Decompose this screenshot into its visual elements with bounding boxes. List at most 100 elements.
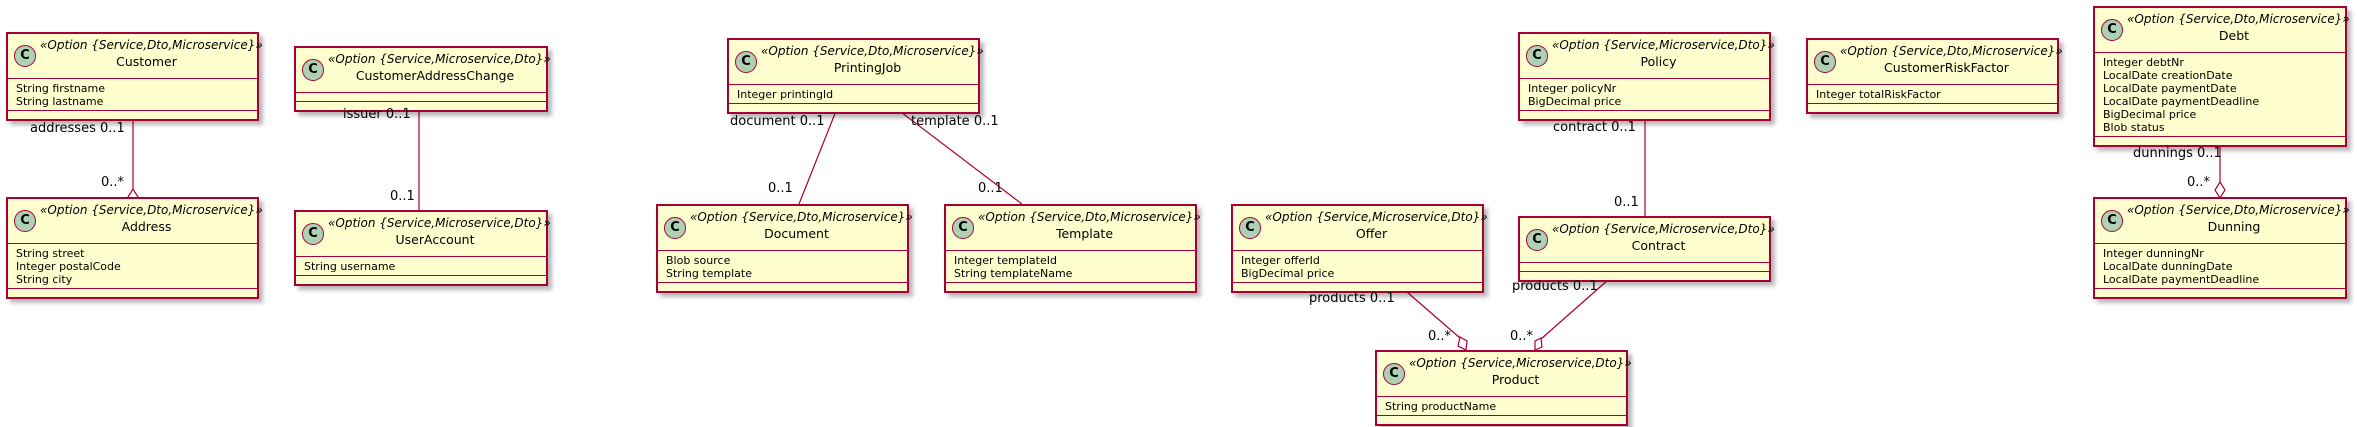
- class-debt: C «Option {Service,Dto,Microservice}» Debt…: [2093, 6, 2350, 147]
- class-attribute: LocalDate dunningDate: [2103, 260, 2233, 273]
- class-name: Template: [1055, 226, 1114, 241]
- label-dunnings-target: 0..*: [2187, 175, 2211, 190]
- class-contract: C«Option {Service,Microservice,Dto}»Cont…: [1518, 216, 1775, 282]
- class-attribute: String template: [666, 267, 752, 280]
- class-product: C«Option {Service,Microservice,Dto}»Prod…: [1375, 350, 1632, 426]
- class-header: C «Option {Service,Microservice,Dto}» Offe…: [1233, 206, 1488, 251]
- class-name: Debt: [2218, 28, 2250, 43]
- class-attribute: Integer offerId: [1241, 254, 1320, 267]
- class-attribute: String street: [16, 247, 85, 260]
- class-methods: [946, 283, 1195, 291]
- class-name: PrintingJob: [833, 60, 902, 75]
- class-name: CustomerAddressChange: [355, 68, 515, 83]
- class-methods: [2095, 289, 2345, 297]
- class-methods: [729, 104, 978, 112]
- class-attribute: Integer postalCode: [16, 260, 121, 273]
- class-name: Contract: [1631, 238, 1686, 253]
- class-icon: C: [1526, 45, 1548, 67]
- class-header: C«Option {Service,Dto,Microservice}»Docu…: [658, 206, 913, 251]
- class-user-account: C«Option {Service,Microservice,Dto}»User…: [294, 210, 551, 286]
- class-stereotype: «Option {Service,Dto,Microservice}»: [2127, 203, 2350, 217]
- edge-printingjob-template: [892, 105, 1023, 205]
- class-icon: C: [1814, 51, 1836, 73]
- class-stereotype: «Option {Service,Microservice,Dto}»: [1552, 38, 1775, 52]
- class-stereotype: «Option {Service,Microservice,Dto}»: [1265, 210, 1488, 224]
- class-stereotype: «Option {Service,Dto,Microservice}»: [761, 44, 984, 58]
- class-stereotype: «Option {Service,Dto,Microservice}»: [978, 210, 1201, 224]
- edge-offer-product: [1399, 285, 1461, 339]
- class-header: C«Option {Service,Dto,Microservice}»Temp…: [946, 206, 1201, 251]
- class-icon: C: [664, 217, 686, 239]
- class-icon: C: [14, 45, 36, 67]
- label-issuer-source: issuer 0..1: [343, 107, 411, 122]
- label-template-source: template 0..1: [911, 114, 999, 129]
- class-icon: C: [2101, 19, 2123, 41]
- class-header: C «Option {Service,Dto,Microservice}» Debt: [2095, 8, 2350, 53]
- class-attribute: Integer policyNr: [1528, 82, 1617, 95]
- class-stereotype: «Option {Service,Microservice,Dto}»: [328, 52, 551, 66]
- class-methods: [658, 283, 907, 291]
- class-name: Offer: [1355, 226, 1388, 241]
- class-attribute: LocalDate paymentDate: [2103, 82, 2237, 95]
- class-methods: [296, 276, 546, 284]
- aggregation-diamond-product-offer: [1457, 336, 1468, 351]
- class-methods: [1377, 416, 1626, 424]
- class-offer: C «Option {Service,Microservice,Dto}» Offe…: [1231, 204, 1488, 293]
- class-attribute: LocalDate paymentDeadline: [2103, 95, 2260, 108]
- class-icon: C: [302, 59, 324, 81]
- class-header: C«Option {Service,Microservice,Dto}»Cont…: [1520, 218, 1775, 263]
- class-attribute: String templateName: [954, 267, 1073, 280]
- class-name: Dunning: [2207, 219, 2261, 234]
- class-attributes: String username: [296, 257, 546, 276]
- class-stereotype: «Option {Service,Dto,Microservice}»: [690, 210, 913, 224]
- class-dunning: C «Option {Service,Dto,Microservice}» Dunn…: [2093, 197, 2350, 299]
- class-methods: [1520, 111, 1769, 119]
- class-attribute: Integer printingId: [737, 88, 834, 101]
- class-attribute: String city: [16, 273, 73, 286]
- class-customer: C «Option {Service,Dto,Microservice}» Cust…: [6, 32, 263, 121]
- class-icon: C: [1239, 217, 1261, 239]
- class-attribute: LocalDate creationDate: [2103, 69, 2233, 82]
- class-customer-risk-factor: C«Option {Service,Dto,Microservice}»Cust…: [1806, 38, 2063, 114]
- label-contract-products-source: products 0..1: [1512, 279, 1598, 294]
- class-header: C «Option {Service,Dto,Microservice}» Prin…: [729, 40, 984, 85]
- edge-contract-product: [1540, 271, 1618, 340]
- class-icon: C: [2101, 210, 2123, 232]
- class-attribute: Blob source: [666, 254, 731, 267]
- class-attribute: Integer templateId: [954, 254, 1057, 267]
- class-attribute: BigDecimal price: [1241, 267, 1335, 280]
- label-contract-target: 0..1: [1614, 195, 1639, 210]
- class-header: C «Option {Service,Dto,Microservice}» Dunn…: [2095, 199, 2350, 244]
- class-attributes: Integer printingId: [729, 85, 978, 104]
- label-addresses-target: 0..*: [101, 175, 125, 190]
- class-attribute: BigDecimal price: [1528, 95, 1622, 108]
- label-offer-products-target: 0..*: [1428, 329, 1452, 344]
- class-printing-job: C «Option {Service,Dto,Microservice}» Prin…: [727, 38, 984, 114]
- class-template: C«Option {Service,Dto,Microservice}»Temp…: [944, 204, 1201, 293]
- class-methods: [8, 111, 257, 119]
- class-attribute: String lastname: [16, 95, 104, 108]
- class-methods: [296, 102, 546, 110]
- aggregation-diamond-product-contract: [1534, 337, 1543, 351]
- class-stereotype: «Option {Service,Dto,Microservice}»: [2127, 12, 2350, 26]
- class-header: C «Option {Service,Dto,Microservice}» Cust…: [8, 34, 263, 79]
- class-attribute: String firstname: [16, 82, 106, 95]
- class-name: UserAccount: [395, 232, 475, 247]
- class-attributes: Integer totalRiskFactor: [1808, 85, 2057, 104]
- class-stereotype: «Option {Service,Dto,Microservice}»: [40, 38, 263, 52]
- class-header: C «Option {Service,Microservice,Dto}» Cust…: [296, 48, 551, 93]
- class-header: C«Option {Service,Microservice,Dto}»Prod…: [1377, 352, 1632, 397]
- class-attribute: Integer totalRiskFactor: [1816, 88, 1941, 101]
- class-name: Customer: [116, 54, 177, 69]
- class-icon: C: [735, 51, 757, 73]
- class-methods: [1808, 104, 2057, 112]
- class-header: C«Option {Service,Microservice,Dto}»Poli…: [1520, 34, 1775, 79]
- class-methods: [8, 289, 257, 297]
